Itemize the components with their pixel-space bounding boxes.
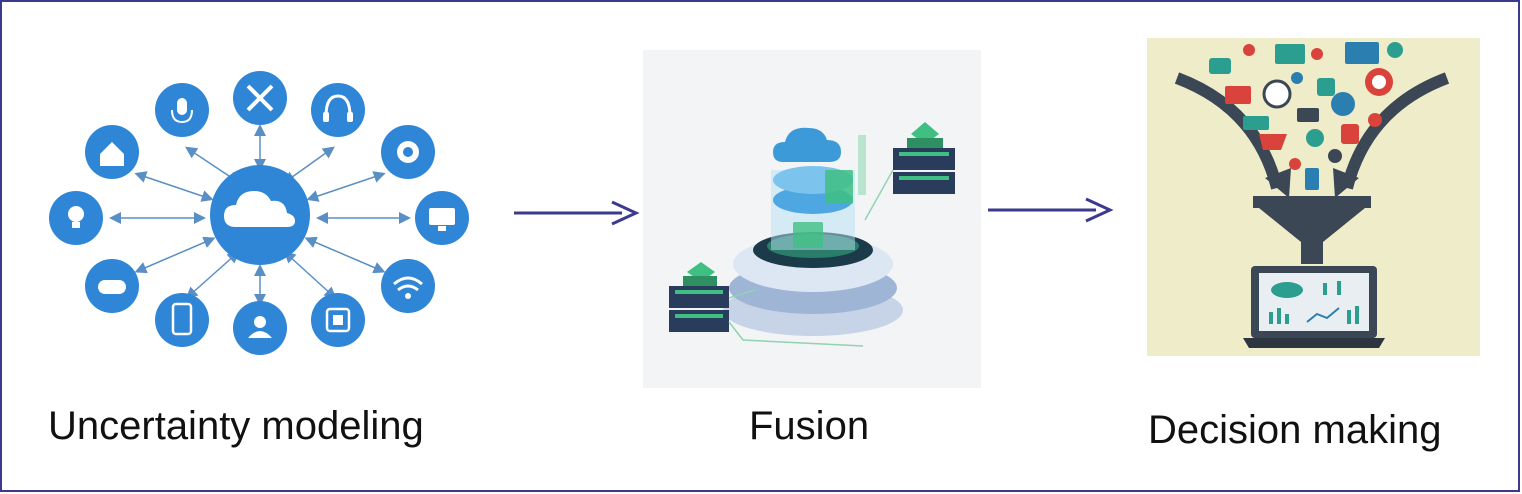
fusion-illustration — [643, 50, 981, 388]
caption-decision-making: Decision making — [1148, 408, 1442, 452]
data-fusion-server-icon — [669, 122, 955, 347]
data-funnel-laptop-icon — [1174, 42, 1450, 348]
decision-making-illustration — [1147, 38, 1480, 356]
uncertainty-modeling-illustration — [40, 70, 480, 370]
flow-arrow-1 — [514, 200, 640, 226]
iot-cloud-network-icon — [49, 71, 469, 355]
caption-fusion: Fusion — [749, 404, 870, 448]
caption-uncertainty-modeling: Uncertainty modeling — [48, 404, 424, 448]
flow-arrow-2 — [988, 197, 1114, 223]
